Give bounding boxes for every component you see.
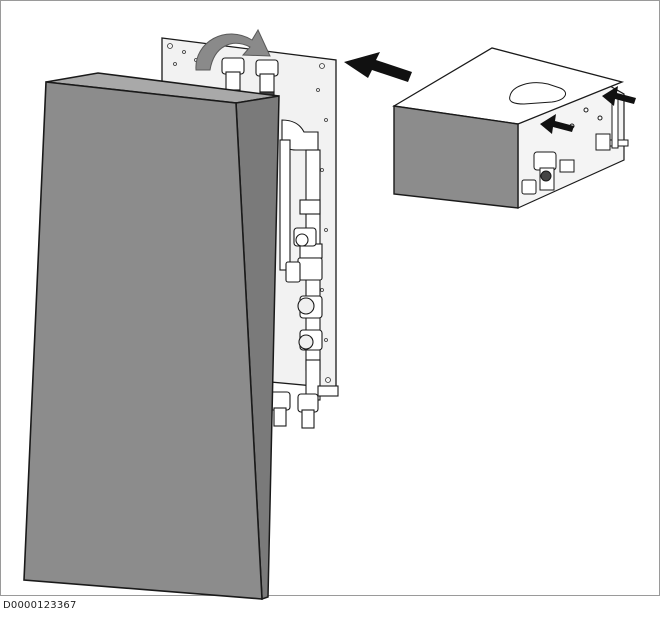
top-cover-front-face	[393, 105, 519, 209]
small-arrow-icon-2	[602, 86, 636, 106]
top-cover-module	[392, 47, 629, 209]
small-arrow-icon-1	[540, 114, 574, 134]
document-id: D0000123367	[3, 600, 77, 611]
rotate-arrow-icon	[195, 28, 271, 71]
top-cover-fittings	[521, 95, 629, 195]
front-cover-front-face	[23, 81, 263, 600]
top-cover-lid-cutout	[509, 82, 567, 105]
insert-direction-arrow-icon	[344, 52, 412, 82]
valves-and-pump	[285, 227, 323, 401]
mounting-plate-holes	[167, 43, 331, 383]
bottom-connection-valves	[269, 385, 339, 429]
front-cover-panel	[23, 72, 280, 601]
